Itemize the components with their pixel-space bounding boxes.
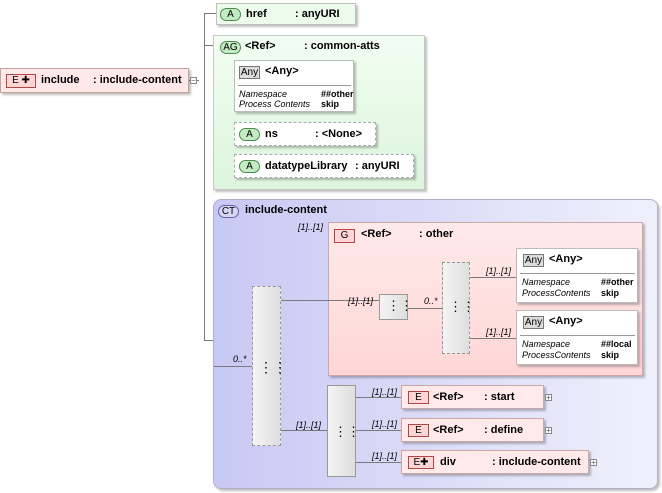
namespace-label: Namespace xyxy=(522,277,571,287)
div-cardinality: [1]..[1] xyxy=(372,451,398,461)
any-name: <Any> xyxy=(265,65,299,77)
element-type: : start xyxy=(484,391,515,403)
any-element-other[interactable]: Any <Any> Namespace ##other ProcessConte… xyxy=(516,248,638,303)
sequence-compositor[interactable]: ⋮⋮ xyxy=(379,294,413,320)
start-element[interactable]: E <Ref> : start xyxy=(401,385,544,409)
attribute-badge: A xyxy=(220,8,241,21)
define-cardinality: [1]..[1] xyxy=(372,419,398,429)
group-name: <Ref> xyxy=(245,40,276,52)
connector xyxy=(281,430,327,431)
expand-toggle[interactable]: + xyxy=(545,393,552,402)
element-name: include xyxy=(41,74,80,86)
group-type: : other xyxy=(419,228,454,240)
connector xyxy=(281,300,379,301)
namespace-value: ##other xyxy=(601,277,634,287)
element-badge: E xyxy=(408,424,429,437)
expand-toggle[interactable]: + xyxy=(545,426,552,435)
connector xyxy=(470,338,516,339)
choice-cardinality: 0..* xyxy=(424,296,438,306)
attribute-name: datatypeLibrary xyxy=(265,160,348,172)
process-contents-label: Process Contents xyxy=(239,99,311,109)
choice-icon: ⋮⋮ xyxy=(259,359,287,375)
divider xyxy=(520,335,635,336)
attribute-badge: A xyxy=(239,128,260,141)
connector xyxy=(356,462,401,463)
element-name: div xyxy=(440,456,456,468)
namespace-value: ##local xyxy=(601,339,632,349)
element-badge: E✚ xyxy=(408,456,434,469)
connector xyxy=(204,13,216,14)
element-badge: E ✚ xyxy=(6,74,36,88)
element-type: : include-content xyxy=(492,456,581,468)
badge-label: E xyxy=(12,75,19,86)
connector xyxy=(204,340,214,341)
namespace-value: ##other xyxy=(321,89,354,99)
divider xyxy=(520,273,635,274)
any-name: <Any> xyxy=(549,315,583,327)
expand-toggle[interactable]: + xyxy=(590,458,597,467)
lower-choice-compositor[interactable]: ⋮⋮ xyxy=(327,385,360,477)
connector xyxy=(356,397,401,398)
connector xyxy=(408,308,442,309)
lower-cardinality: [1]..[1] xyxy=(296,420,322,430)
group-name: <Ref> xyxy=(361,228,392,240)
connector xyxy=(470,277,516,278)
collapse-toggle[interactable]: − xyxy=(190,76,197,85)
process-contents-value: skip xyxy=(321,99,340,109)
attribute-type: : anyURI xyxy=(295,8,340,20)
element-badge: E xyxy=(408,391,429,404)
any1-cardinality: [1]..[1] xyxy=(486,266,512,276)
sequence-cardinality: [1]..[1] xyxy=(348,296,374,306)
connector xyxy=(356,430,401,431)
attribute-group-badge: AG xyxy=(220,41,241,54)
group-badge: G xyxy=(334,229,355,243)
expand-plus-icon: ✚ xyxy=(21,75,30,86)
other-cardinality: [1]..[1] xyxy=(298,222,324,232)
outer-choice-compositor[interactable]: ⋮⋮ xyxy=(252,286,287,446)
any-attribute-node[interactable]: Any <Any> Namespace ##other Process Cont… xyxy=(234,60,354,112)
outer-cardinality: 0..* xyxy=(233,354,247,364)
choice-icon: ⋮⋮ xyxy=(334,424,360,439)
element-type: : include-content xyxy=(93,74,182,86)
namespace-label: Namespace xyxy=(239,89,288,99)
sequence-icon: ⋮⋮ xyxy=(387,298,413,313)
root-element-node[interactable]: E ✚ include : include-content xyxy=(0,68,189,93)
any-element-local[interactable]: Any <Any> Namespace ##local ProcessConte… xyxy=(516,310,638,365)
connector xyxy=(204,45,216,46)
badge-label: E xyxy=(413,457,421,468)
element-name: <Ref> xyxy=(433,424,464,436)
connector xyxy=(204,13,205,341)
process-contents-label: ProcessContents xyxy=(522,288,591,298)
any-name: <Any> xyxy=(549,253,583,265)
ns-attribute[interactable]: A ns : <None> xyxy=(234,122,376,146)
group-type: : common-atts xyxy=(304,40,380,52)
datatype-library-attribute[interactable]: A datatypeLibrary : anyURI xyxy=(234,154,414,178)
complex-type-badge: CT xyxy=(218,205,239,218)
attribute-type: : anyURI xyxy=(355,160,400,172)
expand-plus-icon: ✚ xyxy=(420,457,429,468)
inner-choice-compositor[interactable]: ⋮⋮ xyxy=(442,262,475,354)
namespace-label: Namespace xyxy=(522,339,571,349)
start-cardinality: [1]..[1] xyxy=(372,387,398,397)
connector xyxy=(214,366,252,367)
any-badge: Any xyxy=(239,66,260,79)
process-contents-value: skip xyxy=(601,350,620,360)
attribute-badge: A xyxy=(239,160,260,173)
element-type: : define xyxy=(484,424,524,436)
divider xyxy=(238,85,351,86)
any2-cardinality: [1]..[1] xyxy=(486,327,512,337)
process-contents-label: ProcessContents xyxy=(522,350,591,360)
choice-icon: ⋮⋮ xyxy=(449,299,475,314)
complex-type-name: include-content xyxy=(245,204,327,216)
attribute-type: : <None> xyxy=(315,128,363,140)
define-element[interactable]: E <Ref> : define xyxy=(401,418,544,442)
any-badge: Any xyxy=(523,254,544,267)
href-attribute[interactable]: A href : anyURI xyxy=(216,3,356,25)
attribute-name: ns xyxy=(265,128,278,140)
element-name: <Ref> xyxy=(433,391,464,403)
div-element[interactable]: E✚ div : include-content xyxy=(401,450,589,474)
any-badge: Any xyxy=(523,316,544,329)
process-contents-value: skip xyxy=(601,288,620,298)
attribute-name: href xyxy=(246,8,267,20)
